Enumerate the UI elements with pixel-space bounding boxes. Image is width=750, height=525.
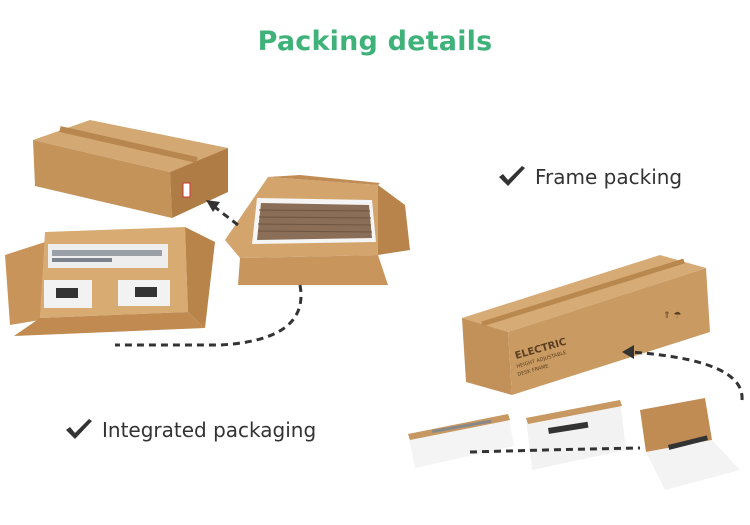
frame-packing-label-group: Frame packing <box>497 165 682 189</box>
integrated-packaging-label-group: Integrated packaging <box>64 418 316 442</box>
frame-packing-label: Frame packing <box>535 165 683 189</box>
integrated-packaging-label: Integrated packaging <box>102 418 317 442</box>
arrow-head-icon <box>622 345 634 359</box>
open-box-tabletop <box>225 175 410 285</box>
component-boxes <box>408 398 740 490</box>
page-title: Packing details <box>257 26 493 57</box>
svg-text:⇑ ☂: ⇑ ☂ <box>663 311 681 321</box>
check-icon <box>66 419 92 439</box>
frame-long-box: ELECTRIC HEIGHT ADJUSTABLE DESK FRAME ⇑ … <box>462 255 710 395</box>
arrow-head-icon <box>206 200 220 212</box>
check-icon <box>499 166 525 186</box>
closed-box <box>33 120 228 218</box>
open-box-frame <box>5 227 215 336</box>
